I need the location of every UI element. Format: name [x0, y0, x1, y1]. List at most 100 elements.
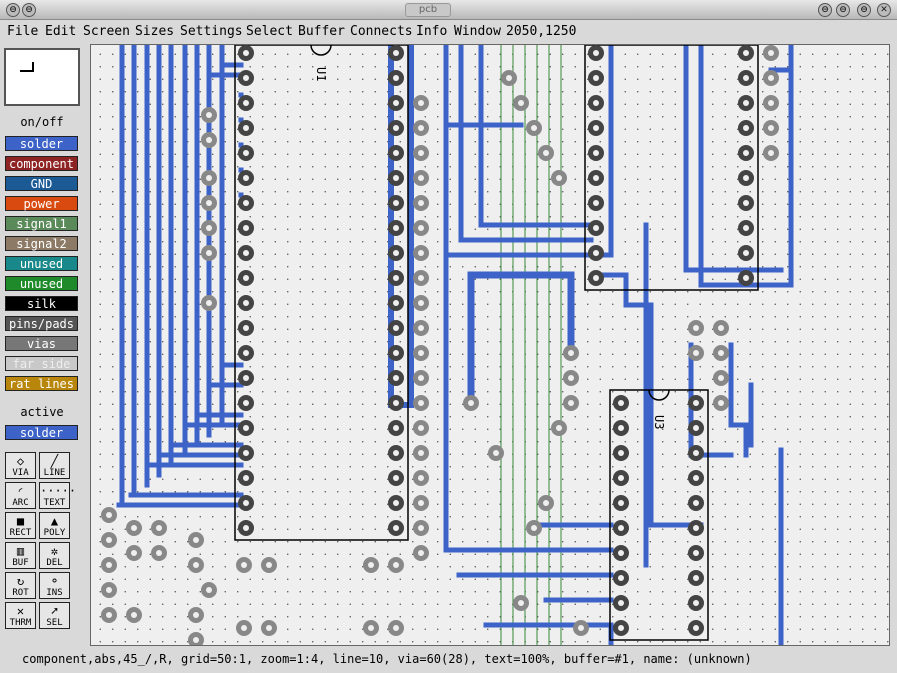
minimize-button[interactable]: ⊖	[818, 3, 832, 17]
menu-info[interactable]: Info	[416, 24, 448, 39]
drill-hole	[618, 600, 624, 606]
menu-edit[interactable]: Edit	[45, 24, 77, 39]
layer-toggle-solder[interactable]: solder	[5, 136, 78, 151]
maximize-button[interactable]: ⊖	[836, 3, 850, 17]
drill-hole	[266, 625, 272, 631]
board-overview[interactable]	[4, 48, 80, 106]
window-shade-button[interactable]: ⊖	[22, 3, 36, 17]
drill-hole	[418, 225, 424, 231]
menu-file[interactable]: File	[7, 24, 39, 39]
drill-hole	[393, 625, 399, 631]
drill-hole	[241, 562, 247, 568]
status-bar: component,abs,45_/,R, grid=50:1, zoom=1:…	[22, 652, 752, 666]
tool-poly-button[interactable]: ▲POLY	[39, 512, 70, 539]
drill-hole	[418, 500, 424, 506]
drill-hole	[156, 550, 162, 556]
drill-hole	[618, 425, 624, 431]
tool-via-button[interactable]: ◇VIA	[5, 452, 36, 479]
text-icon: ·····	[40, 484, 77, 498]
menu-sizes[interactable]: Sizes	[135, 24, 175, 39]
menu-buffer[interactable]: Buffer	[298, 24, 345, 39]
drill-hole	[743, 125, 749, 131]
drill-hole	[768, 150, 774, 156]
drill-hole	[693, 600, 699, 606]
layer-toggle-unused[interactable]: unused	[5, 256, 78, 271]
tool-label: ROT	[12, 588, 29, 598]
layer-toggle-rat-lines[interactable]: rat lines	[5, 376, 78, 391]
drill-hole	[693, 400, 699, 406]
drill-hole	[393, 250, 399, 256]
layer-toggle-signal2[interactable]: signal2	[5, 236, 78, 251]
menu-window[interactable]: Window	[454, 24, 501, 39]
drill-hole	[743, 225, 749, 231]
drill-hole	[243, 200, 249, 206]
tool-buf-button[interactable]: ▥BUF	[5, 542, 36, 569]
layer-toggle-unused[interactable]: unused	[5, 276, 78, 291]
tool-sel-button[interactable]: ➚SEL	[39, 602, 70, 629]
tool-label: THRM	[9, 618, 32, 628]
drill-hole	[243, 125, 249, 131]
tool-thrm-button[interactable]: ✕THRM	[5, 602, 36, 629]
drill-hole	[418, 425, 424, 431]
drill-hole	[106, 562, 112, 568]
layer-toggle-silk[interactable]: silk	[5, 296, 78, 311]
tool-label: POLY	[43, 528, 66, 538]
layer-toggle-GND[interactable]: GND	[5, 176, 78, 191]
trace	[728, 342, 749, 458]
active-layer-button[interactable]: solder	[5, 425, 78, 440]
drill-hole	[768, 50, 774, 56]
drill-hole	[518, 600, 524, 606]
menu-connects[interactable]: Connects	[350, 24, 413, 39]
drill-hole	[568, 400, 574, 406]
trace	[683, 45, 784, 273]
tool-arc-button[interactable]: ◜ARC	[5, 482, 36, 509]
drill-hole	[156, 525, 162, 531]
rotate-icon: ↻	[16, 574, 25, 588]
menu-settings[interactable]: Settings	[180, 24, 243, 39]
layer-toggle-signal1[interactable]: signal1	[5, 216, 78, 231]
drill-hole	[393, 225, 399, 231]
drill-hole	[768, 75, 774, 81]
tool-ins-button[interactable]: ⚬INS	[39, 572, 70, 599]
layer-toggle-far-side[interactable]: far side	[5, 356, 78, 371]
drill-hole	[393, 200, 399, 206]
drill-hole	[556, 175, 562, 181]
cursor-coordinates: 2050,1250	[506, 24, 577, 39]
tool-label: VIA	[12, 468, 29, 478]
drill-hole	[266, 562, 272, 568]
window-menu-button[interactable]: ⊖	[6, 3, 20, 17]
close-button[interactable]: ✕	[877, 3, 891, 17]
drill-hole	[618, 500, 624, 506]
drill-hole	[206, 225, 212, 231]
tool-line-button[interactable]: ╱LINE	[39, 452, 70, 479]
u3-silkscreen	[609, 389, 709, 641]
drill-hole	[418, 250, 424, 256]
drill-hole	[393, 300, 399, 306]
layer-toggle-component[interactable]: component	[5, 156, 78, 171]
drill-hole	[131, 612, 137, 618]
shade-button[interactable]: ⊖	[857, 3, 871, 17]
drill-hole	[393, 475, 399, 481]
insert-icon: ⚬	[49, 574, 60, 588]
via-icon: ◇	[16, 454, 25, 468]
drill-hole	[743, 75, 749, 81]
drill-hole	[393, 350, 399, 356]
tool-rect-button[interactable]: ■RECT	[5, 512, 36, 539]
drill-hole	[243, 275, 249, 281]
layer-toggle-power[interactable]: power	[5, 196, 78, 211]
drill-hole	[618, 625, 624, 631]
drill-hole	[393, 275, 399, 281]
drill-hole	[206, 137, 212, 143]
layer-toggle-pins-pads[interactable]: pins/pads	[5, 316, 78, 331]
drill-hole	[743, 100, 749, 106]
tool-text-button[interactable]: ·····TEXT	[39, 482, 77, 509]
tool-del-button[interactable]: ✲DEL	[39, 542, 70, 569]
layer-toggle-vias[interactable]: vias	[5, 336, 78, 351]
tool-rot-button[interactable]: ↻ROT	[5, 572, 36, 599]
menu-select[interactable]: Select	[246, 24, 293, 39]
drill-hole	[593, 275, 599, 281]
menu-screen[interactable]: Screen	[83, 24, 130, 39]
u1-refdes: U1	[314, 67, 328, 81]
